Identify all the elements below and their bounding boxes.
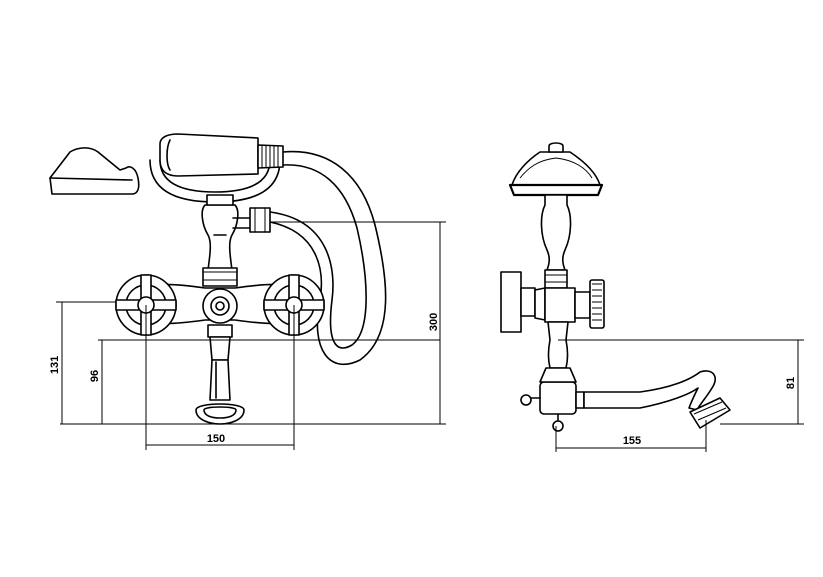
dim-155-label: 155 [623, 435, 641, 447]
spout [195, 324, 245, 425]
dimension-lines: 300 131 96 150 155 81 [49, 221, 804, 452]
dim-150-label: 150 [207, 433, 225, 445]
dim-300-label: 300 [428, 313, 440, 331]
dim-81-label: 81 [785, 377, 797, 389]
dim-96-label: 96 [89, 370, 101, 382]
dim-131-label: 131 [49, 356, 61, 374]
wall-plate [500, 271, 546, 333]
side-spout [583, 370, 731, 429]
shower-hose [269, 150, 387, 366]
diverter-block [520, 367, 585, 432]
hose-connector [232, 207, 271, 233]
handset-cup [508, 142, 604, 197]
side-stem [547, 321, 569, 369]
column [201, 194, 239, 271]
side-view [500, 142, 731, 432]
front-view [49, 133, 387, 425]
side-body [544, 287, 576, 323]
handset-handle [159, 133, 284, 177]
side-knob [574, 279, 605, 329]
handset-head [49, 147, 140, 195]
side-column [540, 194, 572, 271]
diverter-hub [202, 267, 238, 324]
